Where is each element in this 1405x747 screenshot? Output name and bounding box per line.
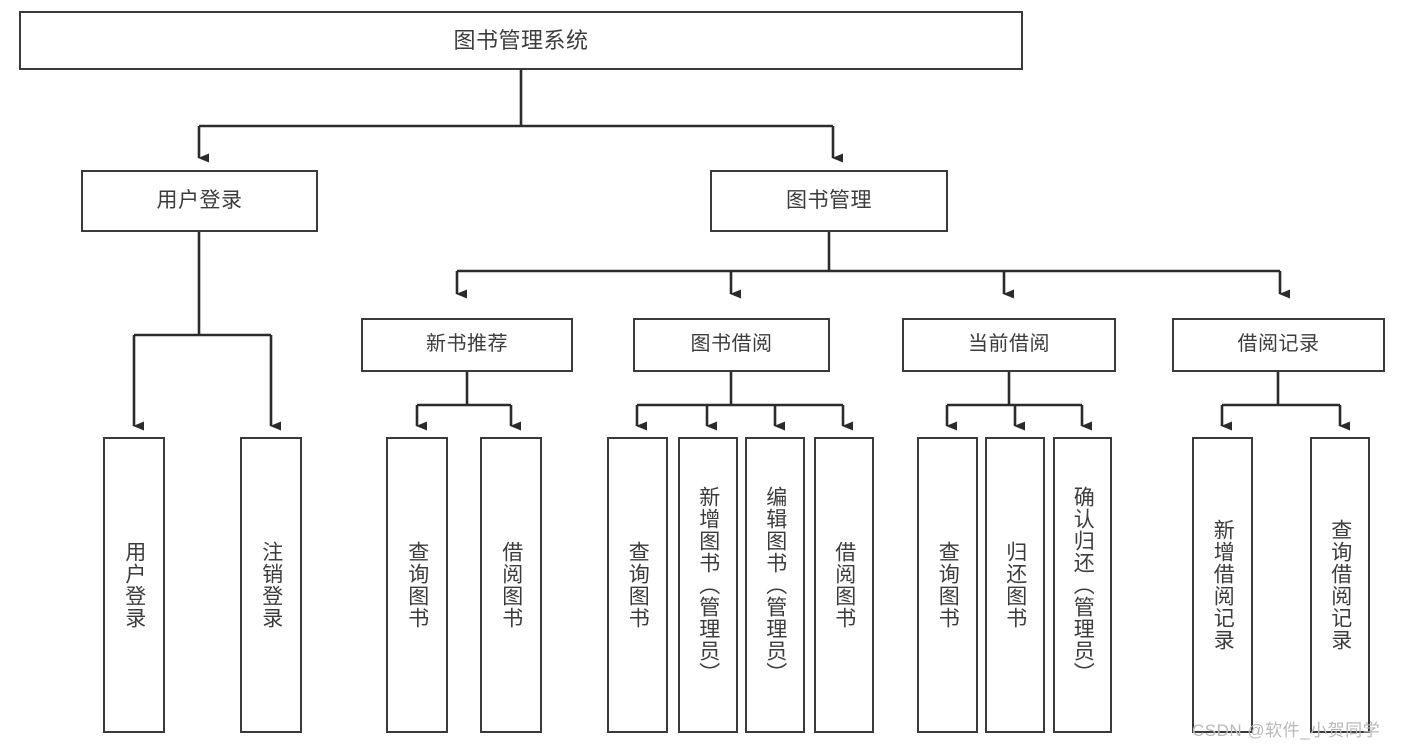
leaf-new-book-query-book[interactable]: 查询图书 — [386, 437, 448, 733]
leaf-current-query-book-label: 查询图书 — [936, 541, 960, 629]
node-root-label: 图书管理系统 — [453, 27, 589, 53]
leaf-borrow-add-book-admin[interactable]: 新增图书（管理员） — [678, 437, 738, 733]
node-borrow-record-label: 借阅记录 — [1237, 333, 1320, 356]
leaf-borrow-add-book-admin-label: 新增图书（管理员） — [696, 486, 720, 684]
leaf-borrow-borrow-book-label: 借阅图书 — [832, 541, 856, 629]
leaf-record-add-record-label: 新增借阅记录 — [1211, 519, 1235, 651]
node-book-management-label: 图书管理 — [786, 188, 872, 212]
leaf-new-book-query-book-label: 查询图书 — [405, 541, 429, 629]
node-user-login-label: 用户登录 — [156, 188, 243, 212]
node-book-borrow[interactable]: 图书借阅 — [633, 318, 830, 372]
node-current-borrow[interactable]: 当前借阅 — [902, 318, 1116, 372]
leaf-borrow-borrow-book[interactable]: 借阅图书 — [814, 437, 874, 733]
leaf-user-login-signin-label: 用户登录 — [122, 541, 146, 629]
leaf-record-add-record[interactable]: 新增借阅记录 — [1192, 437, 1253, 733]
leaf-current-return-book[interactable]: 归还图书 — [985, 437, 1045, 733]
leaf-new-book-borrow-book-label: 借阅图书 — [499, 541, 523, 629]
leaf-new-book-borrow-book[interactable]: 借阅图书 — [480, 437, 542, 733]
leaf-current-return-book-label: 归还图书 — [1003, 541, 1027, 629]
node-new-book-recommend-label: 新书推荐 — [426, 333, 508, 356]
node-borrow-record[interactable]: 借阅记录 — [1172, 318, 1385, 372]
node-root[interactable]: 图书管理系统 — [19, 11, 1023, 70]
leaf-user-login-signin[interactable]: 用户登录 — [103, 437, 165, 733]
node-current-borrow-label: 当前借阅 — [968, 333, 1050, 356]
leaf-record-query-record[interactable]: 查询借阅记录 — [1310, 437, 1370, 733]
leaf-user-login-signout-label: 注销登录 — [259, 541, 283, 629]
csdn-watermark: CSDN @软件_小贺同学 — [1192, 721, 1381, 740]
node-new-book-recommend[interactable]: 新书推荐 — [361, 318, 573, 372]
leaf-record-query-record-label: 查询借阅记录 — [1328, 519, 1352, 651]
node-user-login[interactable]: 用户登录 — [81, 170, 318, 232]
node-book-management[interactable]: 图书管理 — [710, 170, 948, 232]
leaf-borrow-edit-book-admin[interactable]: 编辑图书（管理员） — [745, 437, 805, 733]
leaf-borrow-query-book-label: 查询图书 — [626, 541, 650, 629]
leaf-current-confirm-return-admin[interactable]: 确认归还（管理员） — [1053, 437, 1112, 733]
leaf-current-query-book[interactable]: 查询图书 — [917, 437, 978, 733]
leaf-user-login-signout[interactable]: 注销登录 — [240, 437, 302, 733]
leaf-borrow-edit-book-admin-label: 编辑图书（管理员） — [763, 486, 787, 684]
leaf-borrow-query-book[interactable]: 查询图书 — [607, 437, 668, 733]
node-book-borrow-label: 图书借阅 — [690, 333, 773, 356]
leaf-current-confirm-return-admin-label: 确认归还（管理员） — [1071, 486, 1095, 684]
